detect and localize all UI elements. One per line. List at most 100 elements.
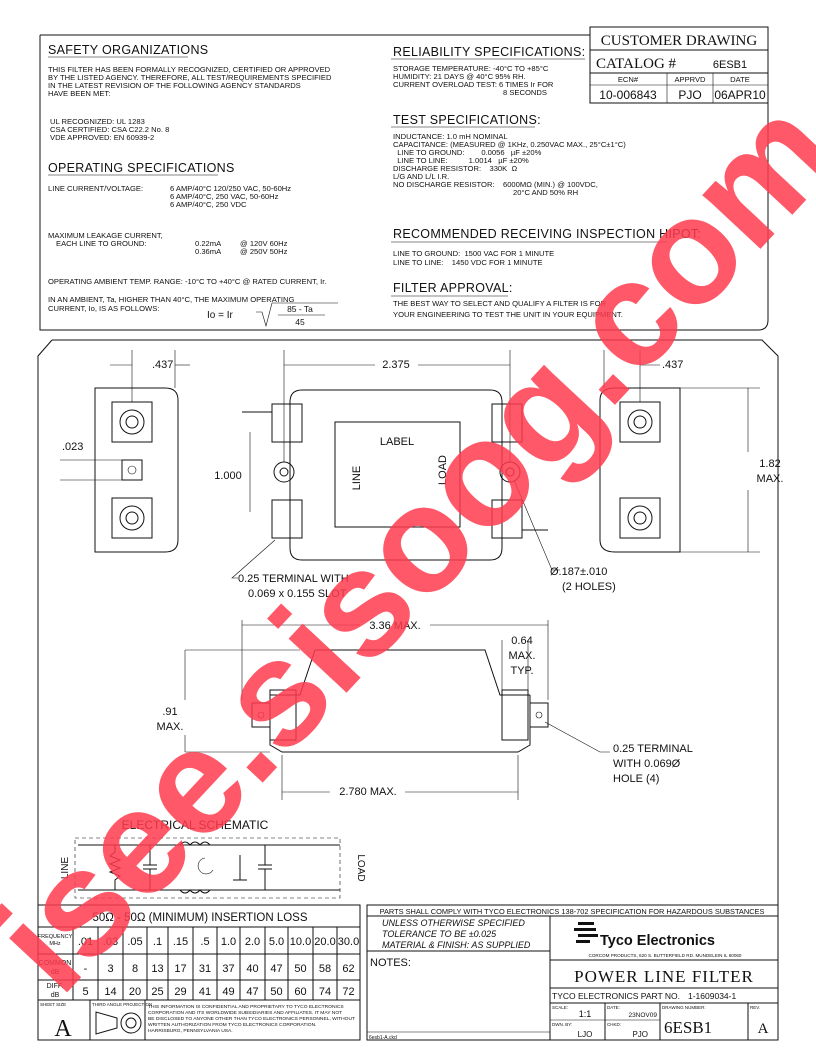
insertion-loss-common-cell: 31 [199,963,211,975]
row-label-frequency: FREQUENCY [38,934,73,940]
test-specifications-section: TEST SPECIFICATIONS: INDUCTANCE: 1.0 mH … [391,113,626,197]
insertion-loss-diff-cell: 47 [246,986,258,998]
reliability-line: STORAGE TEMPERATURE: -40°C TO +85°C [393,64,549,73]
date-label: DATE: [607,1005,620,1010]
top-view: 2.375 1.000 LABEL LINE LOAD 0.25 TERMINA… [214,350,616,600]
title-block: CUSTOMER DRAWING CATALOG # 6ESB1 ECN# AP… [589,26,769,104]
tolerance-note: MATERIAL & FINISH: AS SUPPLIED [382,940,531,950]
insertion-loss-common-cell: 62 [342,963,354,975]
insertion-loss-frequency-cell: .05 [127,936,142,948]
terminal-slot-note: 0.25 TERMINAL WITH [238,573,349,585]
apprvd-value: PJO [678,88,701,102]
confidential-text: BE DISCLOSED TO ANYONE OTHER THAN TYCO E… [148,1016,355,1022]
leakage-value: 0.22mA [195,239,222,248]
line-current-value: 6 AMP/40°C, 250 VAC, 50-60Hz [170,192,279,201]
mounting-hole-note: Ø.187±.010 [550,566,607,578]
insertion-loss-table: 50Ω - 50Ω (MINIMUM) INSERTION LOSS FREQU… [37,904,361,1042]
insertion-loss-frequency-cell: 30.0 [338,936,359,948]
insertion-loss-frequency-cell: 1.0 [221,936,236,948]
insertion-loss-title: 50Ω - 50Ω (MINIMUM) INSERTION LOSS [92,912,307,924]
dim-064: TYP. [510,665,533,677]
insertion-loss-frequency-cell: .01 [78,936,93,948]
insertion-loss-common-cell: 13 [151,963,163,975]
approval-line: THE BEST WAY TO SELECT AND QUALIFY A FIL… [393,299,606,308]
left-side-view: .437 .023 [60,350,190,553]
date-value: 23NOV09 [628,1012,657,1019]
date-header: DATE [730,75,750,84]
test-line: L/G AND L/L I.R. [393,172,449,181]
dim-091: .91 [162,706,177,718]
dim-091: MAX. [157,721,184,733]
dim-2780: 2.780 MAX. [339,786,396,798]
filter-approval-section: FILTER APPROVAL: THE BEST WAY TO SELECT … [391,281,623,319]
file-name: 6esb1-A.ckd [369,1035,397,1041]
reliability-heading: RELIABILITY SPECIFICATIONS: [393,45,585,59]
customer-drawing-title: CUSTOMER DRAWING [601,33,758,49]
hipot-heading: RECOMMENDED RECEIVING INSPECTION HIPOT: [393,227,701,241]
dim-064: 0.64 [511,635,532,647]
schematic-line-label: LINE [60,857,71,880]
rev-value: A [758,1021,769,1037]
hipot-line: LINE TO LINE: 1450 VDC FOR 1 MINUTE [393,258,543,267]
product-title: POWER LINE FILTER [574,967,754,986]
insertion-loss-common-cell: 47 [270,963,282,975]
insertion-loss-diff-cell: 20 [129,986,141,998]
insertion-loss-common-cell: 8 [132,963,138,975]
agency-item: UL RECOGNIZED: UL 1283 [50,117,145,126]
insertion-loss-common-cell: 3 [107,963,113,975]
compliance-note: PARTS SHALL COMPLY WITH TYCO ELECTRONICS… [380,907,765,916]
notes-label: NOTES: [370,957,411,969]
insertion-loss-common-cell: 17 [174,963,186,975]
schematic-load-label: LOAD [355,854,366,881]
approval-line: YOUR ENGINEERING TO TEST THE UNIT IN YOU… [393,310,623,319]
line-current-label: LINE CURRENT/VOLTAGE: [48,184,143,193]
tyco-logo-icon [574,922,598,943]
confidential-text: WRITTEN AUTHORIZATION FROM TYCO ELECTRON… [148,1022,316,1028]
part-number: 1-1609034-1 [688,991,736,1001]
rev-label: REV. [750,1005,760,1010]
test-line: 20°C AND 50% RH [513,188,578,197]
safety-text: BY THE LISTED AGENCY. THEREFORE, ALL TES… [48,73,332,82]
terminal-hole-note: WITH 0.069Ø [613,758,681,770]
catalog-label: CATALOG # [596,56,677,72]
insertion-loss-diff-cell: 5 [82,986,88,998]
line-current-value: 6 AMP/40°C 120/250 VAC, 50-60Hz [170,184,291,193]
reliability-line: HUMIDITY: 21 DAYS @ 40°C 95% RH. [393,72,526,81]
derating-text: CURRENT, Io, IS AS FOLLOWS: [48,304,159,313]
drawn-by-label: DWN. BY: [552,1022,572,1027]
terminal-slot-note: 0.069 x 0.155 SLOT [248,588,347,600]
schematic-title: ELECTRICAL SCHEMATIC [122,818,269,832]
safety-text: HAVE BEEN MET: [48,89,110,98]
insertion-loss-common-cell: 58 [319,963,331,975]
test-line: LINE TO LINE: 1.0014 µF ±20% [393,156,529,165]
dim-182-max: MAX. [757,473,784,485]
dim-1000: 1.000 [214,470,242,482]
confidential-text: THIS INFORMATION IS CONFIDENTIAL AND PRO… [148,1004,344,1010]
insertion-loss-diff-cell: 50 [270,986,282,998]
insertion-loss-frequency-cell: 2.0 [245,936,260,948]
insertion-loss-diff-cell: 41 [199,986,211,998]
hipot-section: RECOMMENDED RECEIVING INSPECTION HIPOT: … [391,227,701,267]
safety-organizations-section: SAFETY ORGANIZATIONS THIS FILTER HAS BEE… [48,43,332,142]
insertion-loss-common-cell: 37 [222,963,234,975]
front-view: 3.36 MAX. 0.64 MAX. TYP. .91 MAX. 2.780 … [157,620,693,800]
part-no-label: TYCO ELECTRONICS PART NO. [552,991,680,1001]
reliability-section: RELIABILITY SPECIFICATIONS: STORAGE TEMP… [391,45,585,97]
agency-item: CSA CERTIFIED: CSA C22.2 No. 8 [50,125,169,134]
dim-182: 1.82 [759,458,780,470]
leakage-value: 0.36mA [195,247,222,256]
confidential-text: HARRISBURG, PENNSYLVANIA USA. [148,1028,233,1034]
tolerance-note: TOLERANCE TO BE ±0.025 [382,929,497,939]
derating-formula: Io = Ir [207,310,234,321]
terminal-hole-note: HOLE (4) [613,773,659,785]
company-name: Tyco Electronics [600,933,715,949]
load-side-text: LOAD [437,455,449,485]
insertion-loss-diff-cell: 74 [319,986,331,998]
test-heading: TEST SPECIFICATIONS: [393,113,541,127]
derating-text: IN AN AMBIENT, Ta, HIGHER THAN 40°C, THE… [48,295,294,304]
checked-by-value: PJO [632,1030,648,1039]
insertion-loss-frequency-cell: 5.0 [269,936,284,948]
agency-item: VDE APPROVED: EN 60939-2 [50,133,154,142]
insertion-loss-frequency-cell: .03 [103,936,118,948]
dim-437-right: .437 [662,359,683,371]
